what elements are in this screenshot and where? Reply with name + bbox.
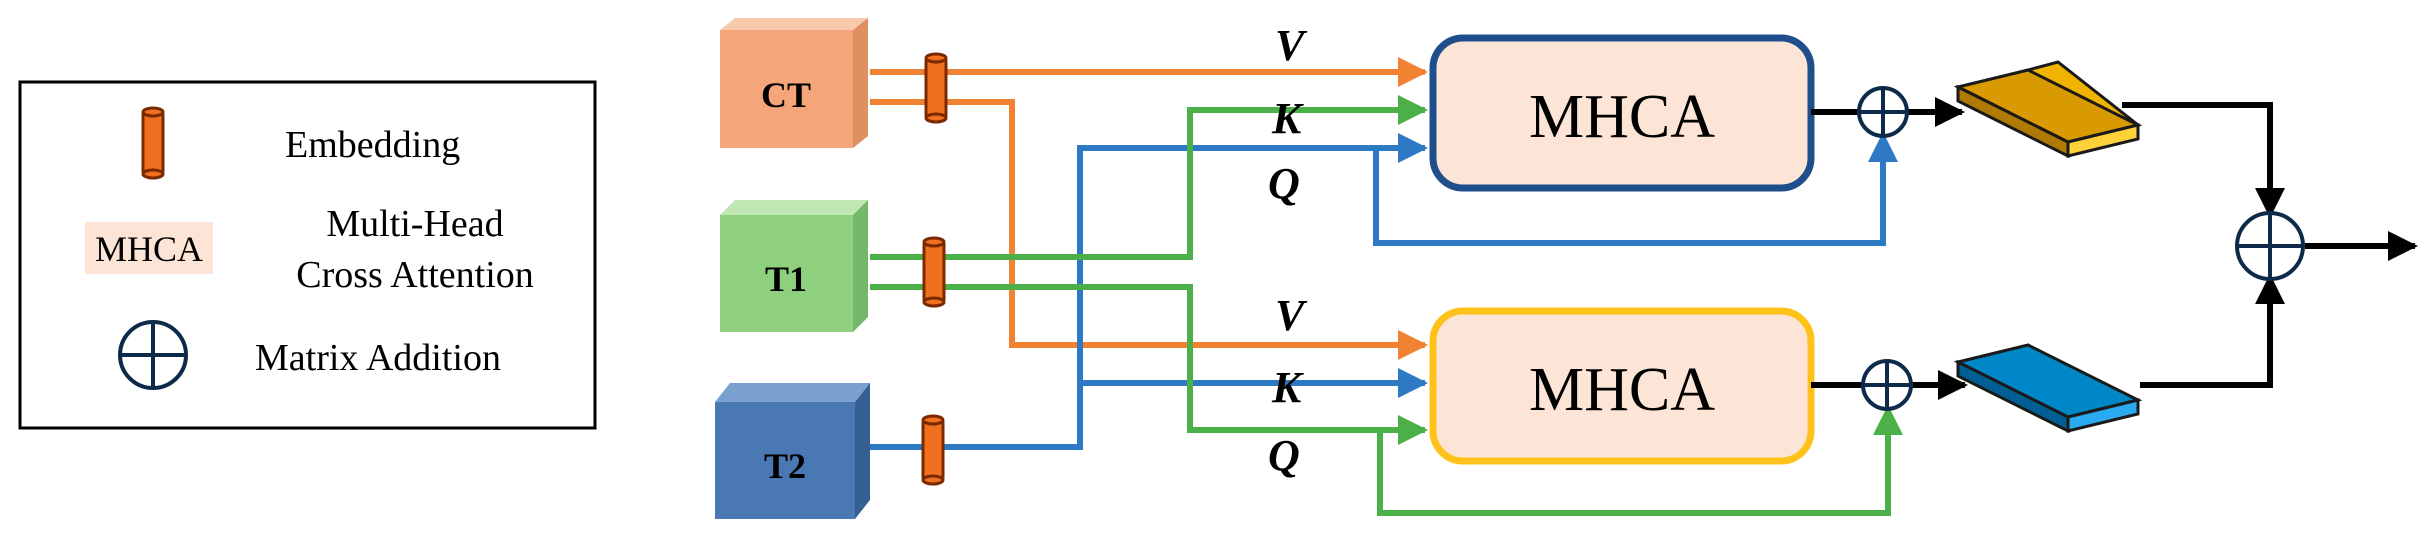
cube-ct: CT — [720, 18, 868, 148]
feature-map-top — [1953, 60, 2143, 159]
mhca-top-label: MHCA — [1529, 83, 1715, 151]
arrow-ct-v-bottom — [870, 99, 1428, 360]
cube-t2: T2 — [715, 383, 870, 519]
label-v-top: V — [1275, 21, 1308, 70]
legend-mhca-desc-line2: Cross Attention — [296, 254, 534, 296]
label-v-bottom: V — [1275, 291, 1308, 340]
arrow-t2-q-top — [870, 133, 1428, 450]
embedding-t2 — [921, 414, 945, 486]
mhca-block-bottom: MHCA — [1429, 307, 1815, 465]
embedding-t1 — [922, 236, 946, 308]
embedding-icon — [141, 106, 165, 180]
cube-t1: T1 — [720, 200, 868, 332]
label-k-bottom: K — [1271, 363, 1304, 412]
legend-mhca-swatch — [85, 222, 213, 274]
add-icon-bottom — [1861, 359, 1913, 411]
label-k-top: K — [1271, 94, 1304, 143]
cube-ct-label: CT — [761, 75, 811, 115]
residual-top — [1373, 132, 1898, 246]
legend-embedding-label: Embedding — [285, 124, 460, 166]
arrow-t1-q-bottom — [870, 284, 1428, 445]
feature-map-bottom — [1953, 343, 2143, 434]
legend: Embedding MHCA Multi-Head Cross Attentio… — [18, 80, 597, 430]
mhca-block-top: MHCA — [1429, 34, 1815, 192]
label-q-top: Q — [1268, 159, 1300, 208]
residual-bottom — [1377, 405, 1903, 516]
matrix-addition-icon — [118, 320, 188, 390]
legend-addition-label: Matrix Addition — [255, 337, 501, 379]
cube-t2-label: T2 — [764, 446, 806, 486]
embedding-ct — [924, 52, 948, 124]
label-q-bottom: Q — [1268, 431, 1300, 480]
legend-mhca-desc-line1: Multi-Head — [326, 203, 503, 245]
cube-t1-label: T1 — [765, 259, 807, 299]
connections — [870, 57, 1903, 516]
add-icon-top — [1857, 86, 1909, 138]
add-icon-final — [2235, 211, 2305, 281]
output-flow — [1811, 97, 2418, 400]
mhca-bottom-label: MHCA — [1529, 356, 1715, 424]
legend-mhca-tag: MHCA — [95, 229, 203, 269]
arrow-t1-k-top — [870, 95, 1428, 260]
